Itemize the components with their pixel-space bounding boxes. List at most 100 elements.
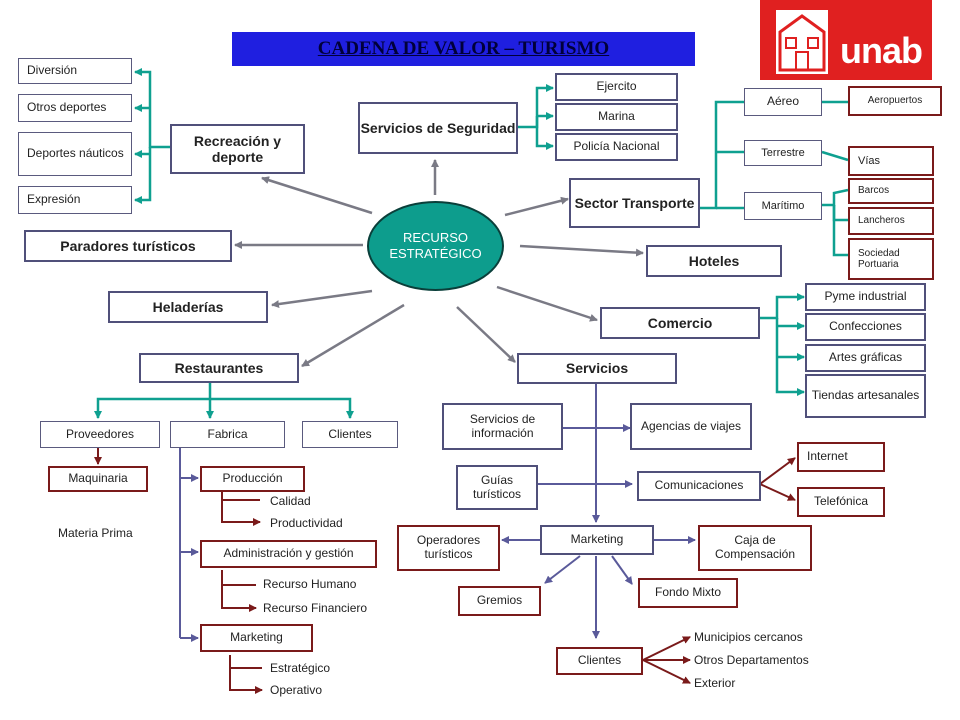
node-restaurantes: Restaurantes: [139, 353, 299, 383]
item-label: Proveedores: [65, 426, 135, 441]
item-barcos: Barcos: [848, 178, 934, 204]
item-aeropuertos: Aeropuertos: [848, 86, 942, 116]
item-proveedores: Proveedores: [40, 421, 160, 448]
title-banner: CADENA DE VALOR – TURISMO: [232, 32, 695, 66]
item-label: Producción: [222, 471, 283, 486]
node-paradores-turisticos: Paradores turísticos: [24, 230, 232, 262]
item-label: Gremios: [476, 593, 523, 608]
text-productividad: Productividad: [270, 516, 343, 530]
arrow-to-hoteles: [519, 244, 644, 257]
node-hoteles: Hoteles: [646, 245, 782, 277]
item-label: Policía Nacional: [573, 139, 660, 154]
item-label: Lancheros: [858, 215, 905, 227]
item-fabrica: Fabrica: [170, 421, 285, 448]
node-heladerias: Heladerías: [108, 291, 268, 323]
item-label: Caja de Compensación: [714, 533, 796, 561]
item-lancheros: Lancheros: [848, 207, 934, 235]
node-label: Restaurantes: [174, 359, 264, 376]
item-label: Aeropuertos: [867, 95, 923, 107]
item-label: Telefónica: [813, 494, 869, 509]
item-label: Agencias de viajes: [640, 418, 742, 433]
item-servicios-informacion: Servicios de información: [442, 403, 563, 450]
diagram-title: CADENA DE VALOR – TURISMO: [317, 38, 610, 59]
item-comunicaciones: Comunicaciones: [637, 471, 761, 501]
item-diversion: Diversión: [18, 58, 132, 84]
item-label: Tiendas artesanales: [811, 388, 920, 403]
item-label: Otros deportes: [27, 100, 107, 115]
item-marketing-servicios: Marketing: [540, 525, 654, 555]
item-label: Diversión: [27, 63, 78, 78]
item-label: Ejercito: [596, 79, 637, 94]
arrow-to-servicios: [456, 306, 516, 363]
node-label: Comercio: [647, 314, 713, 331]
item-deportes-nauticos: Deportes náuticos: [18, 132, 132, 176]
mode-label: Terrestre: [761, 146, 805, 159]
center-line-2: ESTRATÉGICO: [389, 246, 482, 261]
item-label: Fabrica: [207, 426, 248, 441]
mode-label: Marítimo: [761, 199, 805, 212]
item-expresion: Expresión: [18, 186, 132, 214]
item-label: Comunicaciones: [654, 478, 744, 493]
text-materia-prima: Materia Prima: [58, 526, 133, 540]
node-comercio: Comercio: [600, 307, 760, 339]
item-label: Internet: [807, 449, 848, 464]
node-label: Heladerías: [152, 298, 224, 315]
item-produccion: Producción: [200, 466, 305, 492]
item-otros-deportes: Otros deportes: [18, 94, 132, 122]
item-label: Barcos: [858, 185, 890, 197]
node-recreacion-deporte: Recreación y deporte: [170, 124, 305, 174]
house-logo-icon: [776, 10, 828, 74]
arrow-to-restaurantes: [301, 303, 405, 368]
item-pyme-industrial: Pyme industrial: [805, 283, 926, 311]
node-label: Sector Transporte: [574, 194, 695, 211]
item-telefonica: Telefónica: [797, 487, 885, 517]
text-estrategico: Estratégico: [270, 661, 331, 675]
node-servicios-seguridad: Servicios de Seguridad: [358, 102, 518, 154]
center-line-1: RECURSO: [402, 229, 468, 245]
item-fondo-mixto: Fondo Mixto: [638, 578, 738, 608]
item-gremios: Gremios: [458, 586, 541, 616]
item-marketing-restaurantes: Marketing: [200, 624, 313, 652]
item-label: Clientes: [328, 426, 372, 441]
unab-logo: unab: [760, 0, 932, 80]
mode-aereo: Aéreo: [744, 88, 822, 116]
item-artes-graficas: Artes gráficas: [805, 344, 926, 372]
mode-label: Aéreo: [766, 94, 800, 109]
item-vias: Vías: [848, 146, 934, 176]
node-label: Servicios de Seguridad: [360, 119, 516, 136]
text-otros-departamentos: Otros Departamentos: [694, 653, 809, 667]
item-ejercito: Ejercito: [555, 73, 678, 101]
item-operadores-turisticos: Operadores turísticos: [397, 525, 500, 571]
item-tiendas-artesanales: Tiendas artesanales: [805, 374, 926, 418]
item-label: Marketing: [570, 532, 624, 547]
item-sociedad-portuaria: Sociedad Portuaria: [848, 238, 934, 280]
arrow-to-heladerias: [271, 289, 373, 308]
item-label: Expresión: [27, 192, 81, 207]
node-label: Paradores turísticos: [60, 237, 196, 254]
item-label: Sociedad Portuaria: [858, 247, 900, 271]
text-municipios-cercanos: Municipios cercanos: [694, 630, 803, 644]
item-maquinaria: Maquinaria: [48, 466, 148, 492]
item-administracion-gestion: Administración y gestión: [200, 540, 377, 568]
item-label: Fondo Mixto: [654, 585, 722, 600]
arrow-to-recreacion: [261, 176, 373, 215]
arrow-to-transporte: [504, 196, 569, 217]
item-label: Marina: [598, 109, 635, 124]
item-caja-compensacion: Caja de Compensación: [698, 525, 812, 571]
mode-maritimo: Marítimo: [744, 192, 822, 220]
node-label: Recreación y deporte: [193, 132, 282, 165]
item-policia-nacional: Policía Nacional: [555, 133, 678, 161]
item-label: Confecciones: [829, 319, 902, 334]
text-recurso-humano: Recurso Humano: [263, 577, 357, 591]
item-label: Pyme industrial: [824, 289, 907, 304]
item-label: Deportes náuticos: [27, 146, 124, 161]
item-clientes-servicios: Clientes: [556, 647, 643, 675]
mode-terrestre: Terrestre: [744, 140, 822, 166]
item-marina: Marina: [555, 103, 678, 131]
text-exterior: Exterior: [694, 676, 736, 690]
item-guias-turisticos: Guías turísticos: [456, 465, 538, 510]
item-agencias-viajes: Agencias de viajes: [630, 403, 752, 450]
node-label: Servicios: [565, 360, 629, 377]
text-calidad: Calidad: [270, 494, 311, 508]
